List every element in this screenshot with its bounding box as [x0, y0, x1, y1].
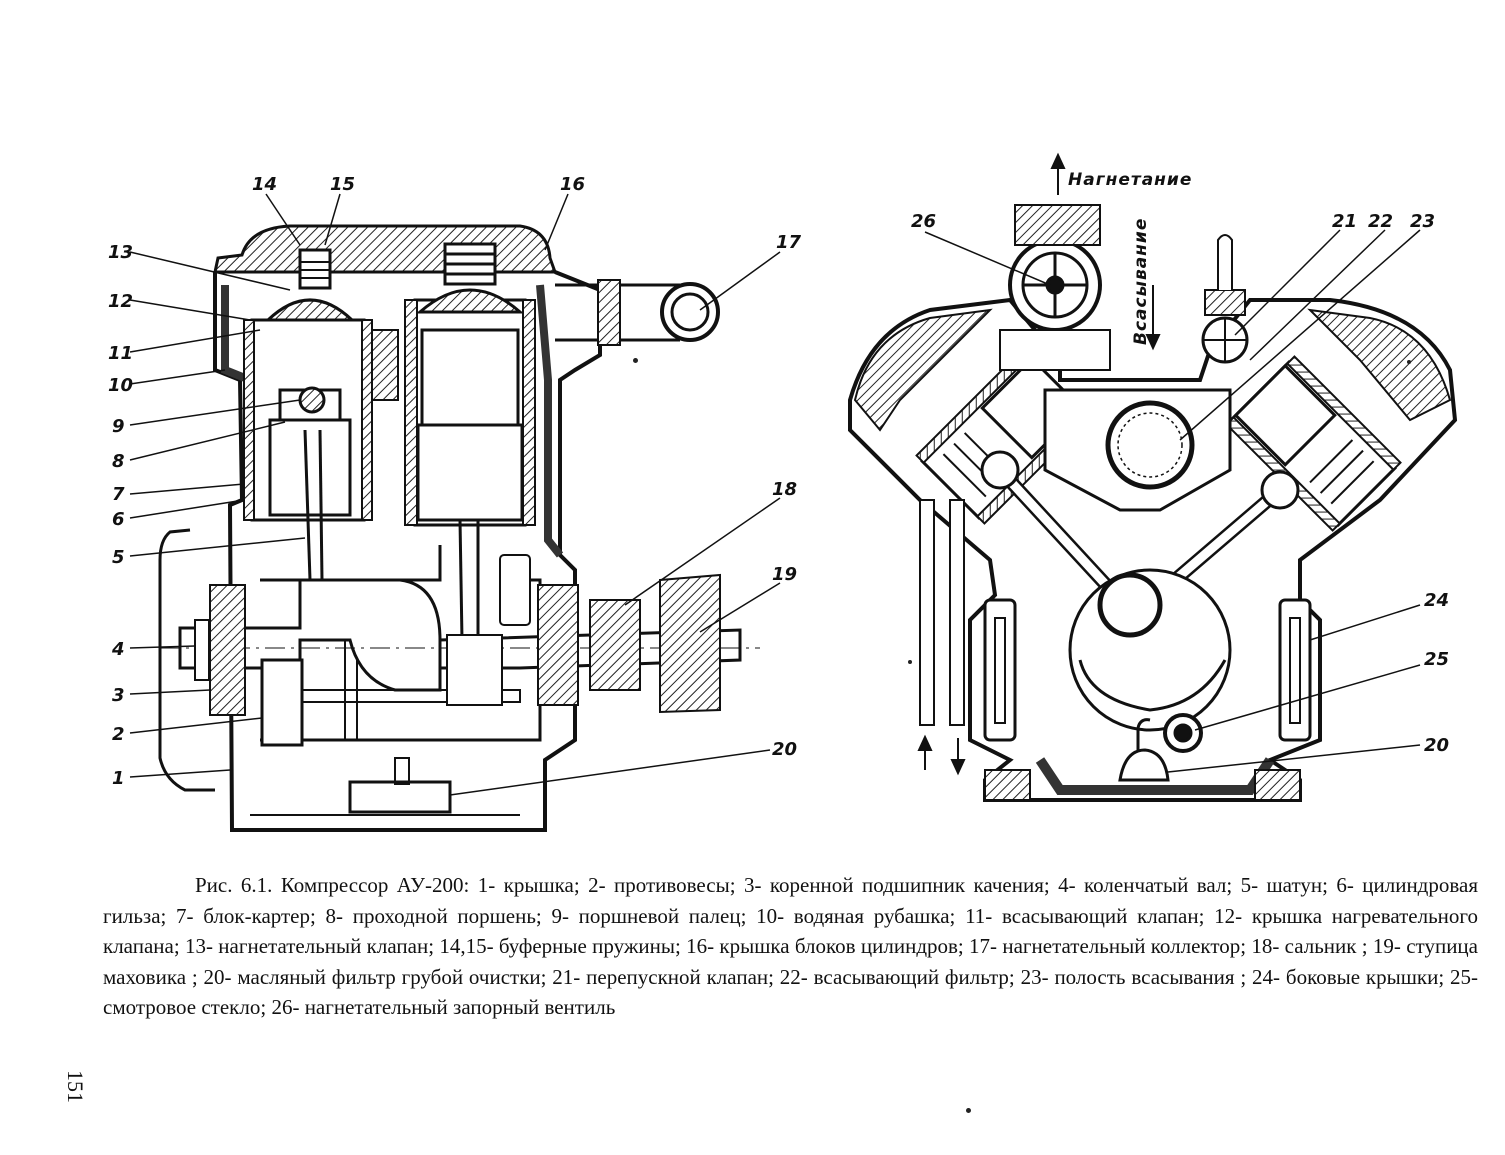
callout-21: 21 [1332, 211, 1357, 232]
oil-seal [589, 599, 641, 691]
callout-10: 10 [108, 375, 133, 396]
side-cover [158, 528, 215, 792]
callout-13: 13 [108, 242, 133, 263]
scan-speck [633, 358, 638, 363]
scan-speck [908, 660, 912, 664]
main-bearing-right [537, 584, 579, 706]
side-cover-left [983, 598, 1017, 742]
callout-16: 16 [560, 174, 585, 195]
flow-arrows [917, 152, 1161, 776]
left-piston [268, 418, 352, 517]
callout-3: 3 [112, 685, 125, 706]
main-bearing-left [209, 584, 246, 716]
callout-24: 24 [1424, 590, 1449, 611]
callout-9: 9 [112, 416, 125, 437]
callout-8: 8 [112, 451, 125, 472]
flywheel-hub [659, 573, 721, 714]
left-callout-labels: 1 2 3 4 5 6 7 8 9 10 11 12 13 14 15 16 1… [108, 174, 802, 789]
callout-1: 1 [112, 768, 125, 789]
callout-26: 26 [911, 211, 936, 232]
callout-11: 11 [108, 343, 133, 364]
callout-12: 12 [108, 291, 133, 312]
callout-14: 14 [252, 174, 277, 195]
v-block-outline [848, 297, 1458, 802]
figure-caption: Рис. 6.1. Компрессор АУ-200: 1- крышка; … [103, 873, 1478, 1019]
callout-6: 6 [112, 509, 125, 530]
callout-22: 22 [1368, 211, 1393, 232]
cylinder-block-cover [213, 224, 558, 274]
callout-20-right: 20 [1424, 735, 1449, 756]
callout-5: 5 [112, 547, 125, 568]
compressor-figure: 1 2 3 4 5 6 7 8 9 10 11 12 13 14 15 16 1… [108, 152, 1458, 832]
callout-23: 23 [1410, 211, 1435, 232]
side-cover-right [1278, 598, 1312, 742]
counterweight [260, 658, 304, 747]
callout-18: 18 [772, 479, 797, 500]
connecting-rod-left [303, 429, 312, 581]
leader-lines-left [129, 193, 781, 796]
scan-speck [966, 1108, 971, 1113]
discharge-label: Нагнетание [1068, 170, 1192, 190]
oil-filter [348, 780, 452, 814]
scan-speck [1407, 360, 1411, 364]
block-crankcase [213, 270, 602, 832]
leader-lines-right [924, 229, 1421, 773]
suction-label: Всасывание [1131, 218, 1151, 345]
longitudinal-section-drawing [129, 193, 781, 832]
callout-2: 2 [112, 724, 125, 745]
callout-15: 15 [330, 174, 355, 195]
page-number: 151 [63, 1070, 88, 1103]
callout-19: 19 [772, 564, 797, 585]
callout-7: 7 [112, 484, 125, 505]
oil-filter-right [1118, 748, 1170, 782]
callout-4: 4 [111, 639, 125, 660]
right-callout-labels: 26 21 22 23 24 25 20 Нагнетание Всасыван… [911, 170, 1449, 756]
cross-section-drawing [848, 152, 1458, 802]
callout-20-left: 20 [772, 739, 797, 760]
right-inclined-cylinder [1225, 355, 1402, 532]
callout-25: 25 [1424, 649, 1449, 670]
callout-17: 17 [776, 232, 802, 253]
